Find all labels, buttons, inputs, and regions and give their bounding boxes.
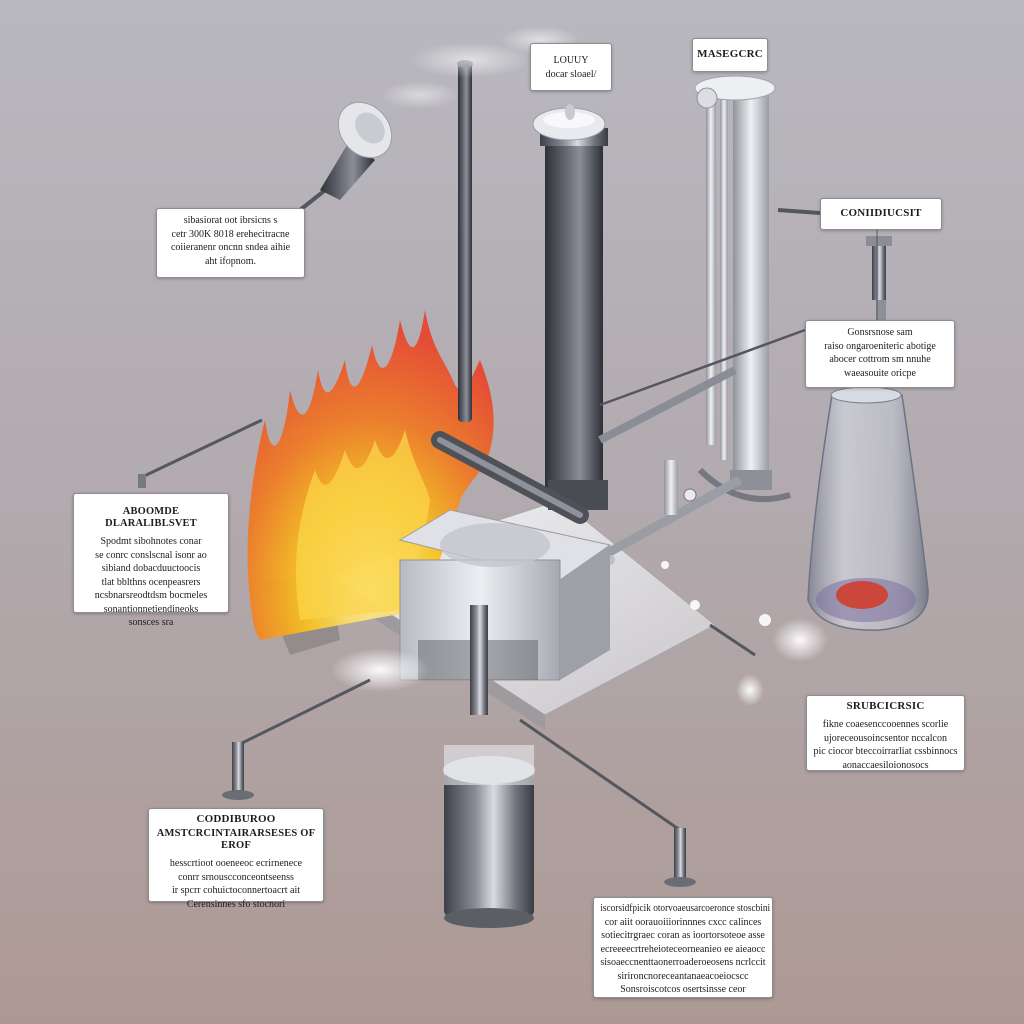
label-left-middle-title: ABOOMDE DLARALIBLSVET xyxy=(105,505,197,529)
flask-icon xyxy=(807,236,929,631)
label-left-middle-line: sibiand dobacduuctoocis xyxy=(101,563,201,574)
chimney-icon xyxy=(532,104,608,510)
label-top-center: LOUUY docar sloael/ xyxy=(530,43,612,91)
burner-nozzle-icon xyxy=(298,101,393,212)
label-bottom-center-line: ecreeeecrtreheioteceorneanieo ee aieaocc xyxy=(600,943,766,955)
label-left-lower: CODDIBUROO AMSTCRCINTAIRARSESES OF EROF … xyxy=(148,808,324,910)
label-left-lower-line: ir spcrr cohuictoconnertoacrt ait xyxy=(172,885,300,896)
label-top-right: MASEGCRC xyxy=(692,38,768,72)
gas-cylinder-icon xyxy=(443,745,535,928)
label-right-middle: Gonsrsnose sam raiso ongaroeniteric abot… xyxy=(805,320,955,388)
label-right-middle-line: Gonsrsnose sam xyxy=(847,327,913,338)
label-bottom-center: iscorsidfpicik otorvoaeusarcoeronce stos… xyxy=(593,897,773,998)
label-right-lower-line: pic ciocor bteccoirrarliat cssbinnocs xyxy=(813,746,958,757)
label-bottom-center-line: Sonsroiscotcos osertsinsse ceor xyxy=(620,984,746,995)
leader-lines xyxy=(139,208,878,832)
label-bottom-center-line: sisoaeccnenttaonerroaderoeosens ncrlccit xyxy=(600,957,766,968)
flame-icon xyxy=(247,310,494,640)
label-right-middle-line: raiso ongaroeniteric abotige xyxy=(824,340,936,352)
label-right-lower-line: ujoreceousoincsentor nccalcon xyxy=(823,732,947,744)
label-left-upper-line: coiieranenr oncnn sndea aihie xyxy=(170,242,291,253)
support-rod xyxy=(458,62,472,422)
label-left-middle-line: se conrc conslscnal isonr ao xyxy=(95,549,207,561)
label-top-right-title: MASEGCRC xyxy=(697,48,763,60)
label-left-lower-line: conrr srnouscconceontseenss xyxy=(178,871,294,883)
label-right-lower-title: SRUBCICRSIC xyxy=(846,700,925,712)
label-left-middle-line: ncsbnarsreodtdsm bocmeles xyxy=(94,590,208,601)
furnace-box xyxy=(398,509,612,681)
label-right-middle-line: waeasouite oricpe xyxy=(844,367,916,379)
label-posts xyxy=(138,474,696,887)
label-left-upper-line: cetr 300K 8018 erehecitracne xyxy=(171,228,290,240)
label-bottom-center-line: cor aiit oorauoiiiorinnnes cxcc calinces xyxy=(604,916,762,928)
label-bottom-center-line: sirironcnoreceantanaeacoeiocscc xyxy=(617,970,749,982)
label-left-lower-title: CODDIBUROO xyxy=(196,813,276,825)
label-left-lower-line: Cerensinnes sfo stocnori xyxy=(186,898,286,910)
label-left-upper-line: sibasiorat oot ibrsicns s xyxy=(183,215,278,226)
label-right-lower-line: aonaccaesiloionosocs xyxy=(842,759,929,771)
label-top-center-line: LOUUY xyxy=(553,55,589,66)
label-left-upper-line: aht ifopnom. xyxy=(204,255,257,267)
label-left-middle-line: sonantionnetiendineoks xyxy=(103,603,199,615)
label-top-center-line: docar sloael/ xyxy=(545,68,597,80)
drain-pipe xyxy=(470,605,488,715)
label-left-lower-subtitle: AMSTCRCINTAIRARSESES OF EROF xyxy=(156,827,316,851)
label-left-lower-line: hesscrtioot ooeneeoc ecrirnenece xyxy=(169,858,303,869)
label-left-middle-line: Spodmt sibohnotes conar xyxy=(100,536,202,547)
label-left-middle-line: sonsces sra xyxy=(128,617,174,628)
label-left-middle: ABOOMDE DLARALIBLSVET Spodmt sibohnotes … xyxy=(73,493,229,628)
label-bottom-center-line: iscorsidfpicik otorvoaeusarcoeronce stos… xyxy=(600,903,771,914)
label-right-lower-line: fikne coaesenccooennes scorlie xyxy=(822,719,949,730)
label-right-upper-title: CONIIDIUCSIT xyxy=(840,207,922,219)
label-right-lower: SRUBCICRSIC fikne coaesenccooennes scorl… xyxy=(806,695,965,771)
condenser-column xyxy=(694,75,791,503)
label-left-middle-line: tlat bblthns ocenpeasrers xyxy=(101,576,201,588)
label-right-middle-line: abocer cottrom sm nnuhe xyxy=(829,354,931,365)
label-left-upper: sibasiorat oot ibrsicns s cetr 300K 8018… xyxy=(156,208,305,278)
label-bottom-center-line: sotiecitrgraec coran as ioortorsoteoe as… xyxy=(601,930,765,941)
label-right-upper: CONIIDIUCSIT xyxy=(820,198,942,230)
